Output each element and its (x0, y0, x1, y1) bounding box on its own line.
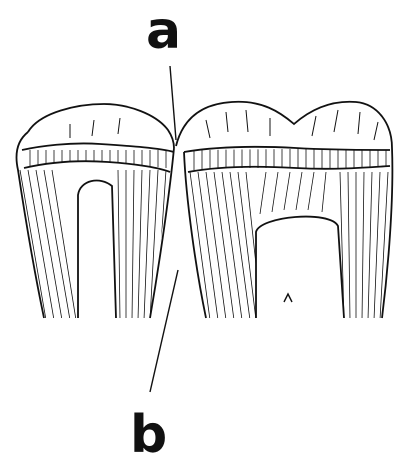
left-pulp-canal (78, 180, 116, 318)
right-crown-outline (176, 102, 392, 148)
label-b: b (130, 405, 167, 463)
label-a: a (146, 1, 181, 61)
left-enamel-band (22, 143, 174, 172)
right-enamel-band (184, 147, 390, 172)
pointer-line-a (170, 66, 176, 140)
left-hatching (20, 143, 166, 320)
right-hatching (190, 148, 388, 320)
right-pulp-chamber (256, 217, 344, 318)
left-crown-outline (28, 104, 174, 148)
right-outer-contour (184, 148, 392, 318)
